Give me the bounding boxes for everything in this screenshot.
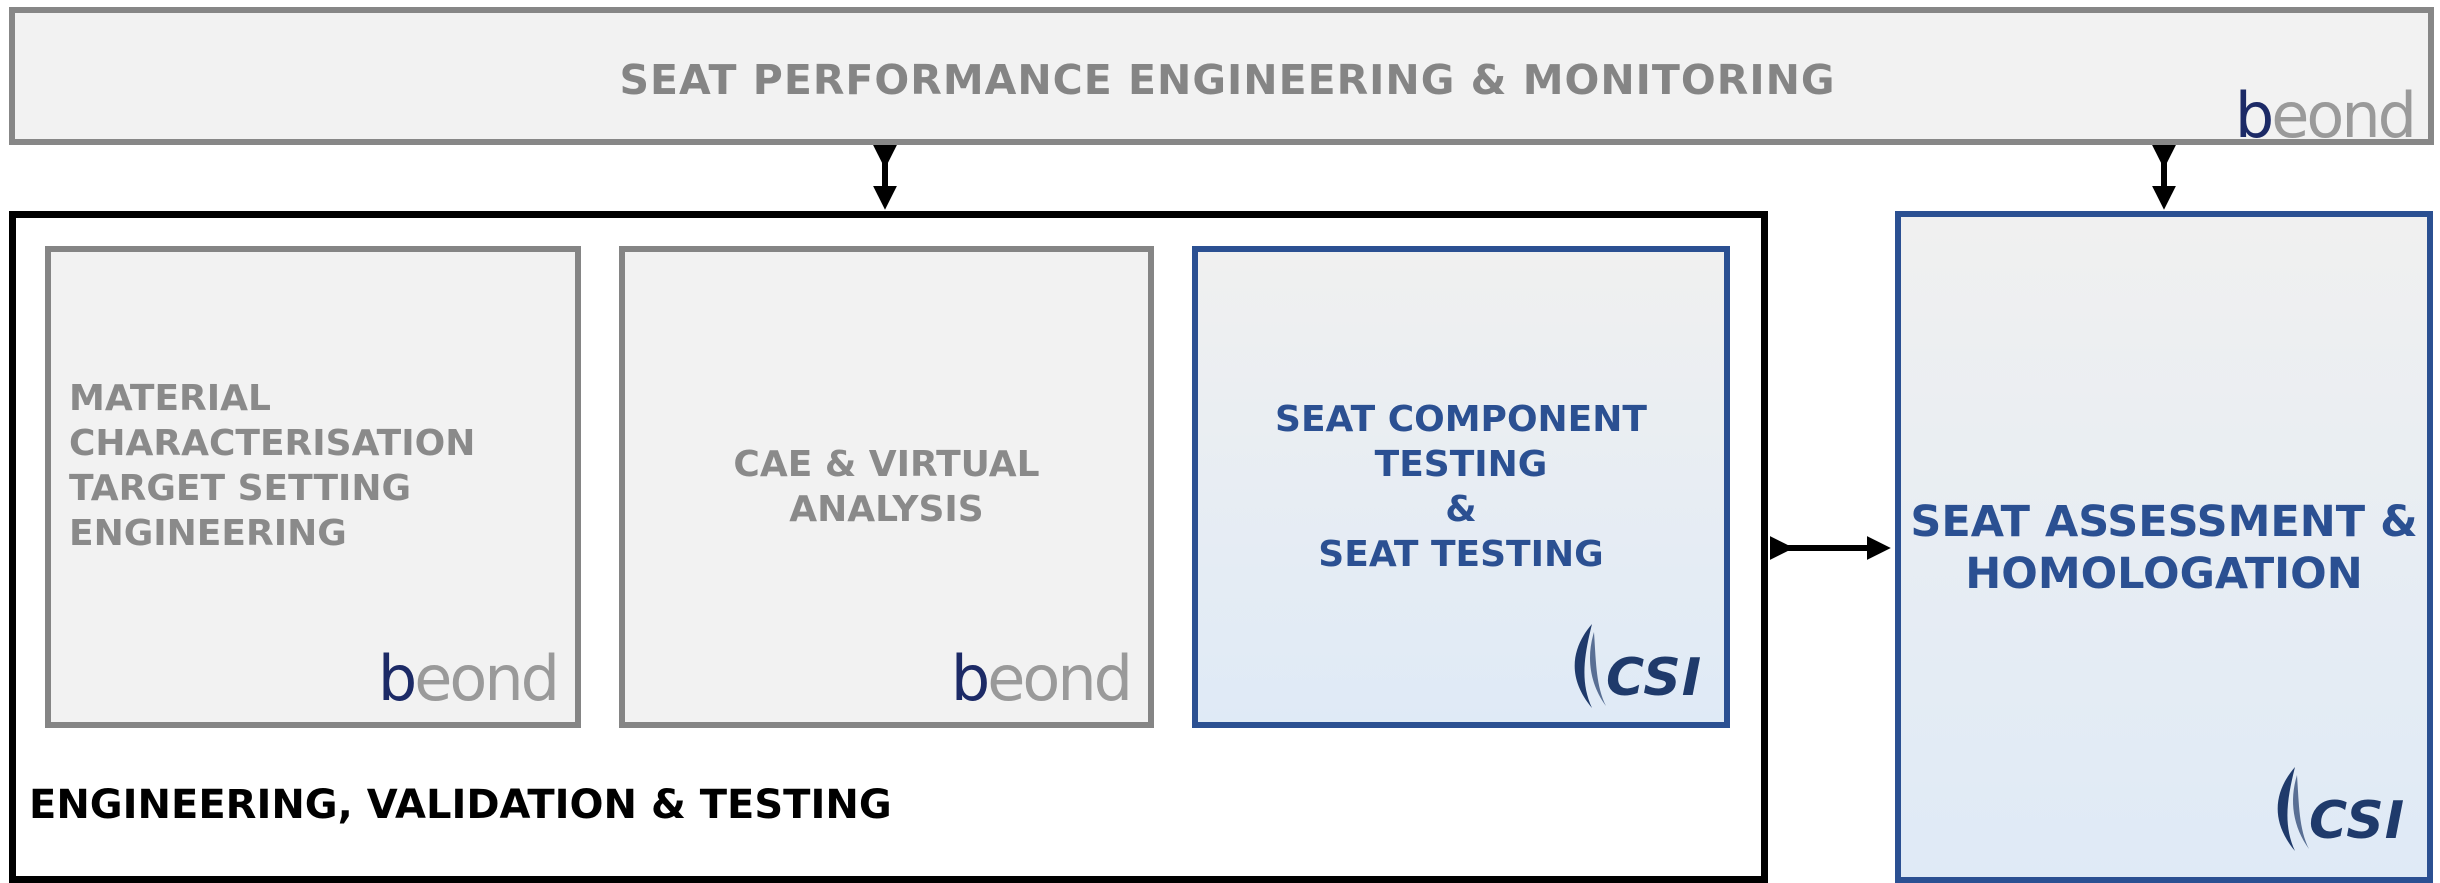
csi-logo-text: CSI xyxy=(1606,648,1703,708)
top-banner-title: SEAT PERFORMANCE ENGINEERING & MONITORIN… xyxy=(619,56,1836,104)
cae-line: ANALYSIS xyxy=(789,489,984,530)
beond-logo-text: eond xyxy=(987,642,1133,715)
component-box-text: SEAT COMPONENT TESTING & SEAT TESTING xyxy=(1192,397,1730,577)
beond-logo: beond xyxy=(378,648,560,710)
cae-line: CAE & VIRTUAL xyxy=(733,444,1040,485)
csi-logo-text: CSI xyxy=(2309,791,2406,851)
csi-swoosh-icon xyxy=(2277,767,2309,851)
material-line: MATERIAL xyxy=(69,378,271,419)
engineering-label: ENGINEERING, VALIDATION & TESTING xyxy=(29,782,892,828)
component-line: TESTING xyxy=(1374,444,1548,485)
beond-logo-b: b xyxy=(950,642,990,715)
top-banner: SEAT PERFORMANCE ENGINEERING & MONITORIN… xyxy=(9,7,2434,147)
beond-logo: beond xyxy=(951,648,1133,710)
component-line: SEAT COMPONENT xyxy=(1275,399,1647,440)
beond-logo: beond xyxy=(2235,85,2417,147)
component-line: & xyxy=(1445,489,1477,530)
material-line: CHARACTERISATION xyxy=(69,423,476,464)
csi-swoosh-icon xyxy=(1574,624,1606,708)
beond-logo-text: eond xyxy=(414,642,560,715)
beond-logo-b: b xyxy=(377,642,417,715)
assessment-line: SEAT ASSESSMENT & xyxy=(1910,497,2418,547)
assessment-box-text: SEAT ASSESSMENT & HOMOLOGATION xyxy=(1895,496,2433,600)
material-line: ENGINEERING xyxy=(69,513,347,554)
material-characterisation-box: beond xyxy=(45,246,581,728)
seat-component-testing-box: CSI xyxy=(1192,246,1730,728)
seat-assessment-homologation-box: CSI xyxy=(1895,211,2433,883)
cae-virtual-analysis-box: beond xyxy=(619,246,1154,728)
cae-box-text: CAE & VIRTUAL ANALYSIS xyxy=(619,442,1154,532)
material-line: TARGET SETTING xyxy=(69,468,412,509)
assessment-line: HOMOLOGATION xyxy=(1965,549,2363,599)
csi-logo: CSI xyxy=(2265,765,2405,855)
component-line: SEAT TESTING xyxy=(1318,534,1604,575)
material-box-text: MATERIAL CHARACTERISATION TARGET SETTING… xyxy=(69,376,475,556)
beond-logo-b: b xyxy=(2234,79,2274,152)
csi-logo: CSI xyxy=(1562,622,1702,712)
beond-logo-text: eond xyxy=(2271,79,2417,152)
